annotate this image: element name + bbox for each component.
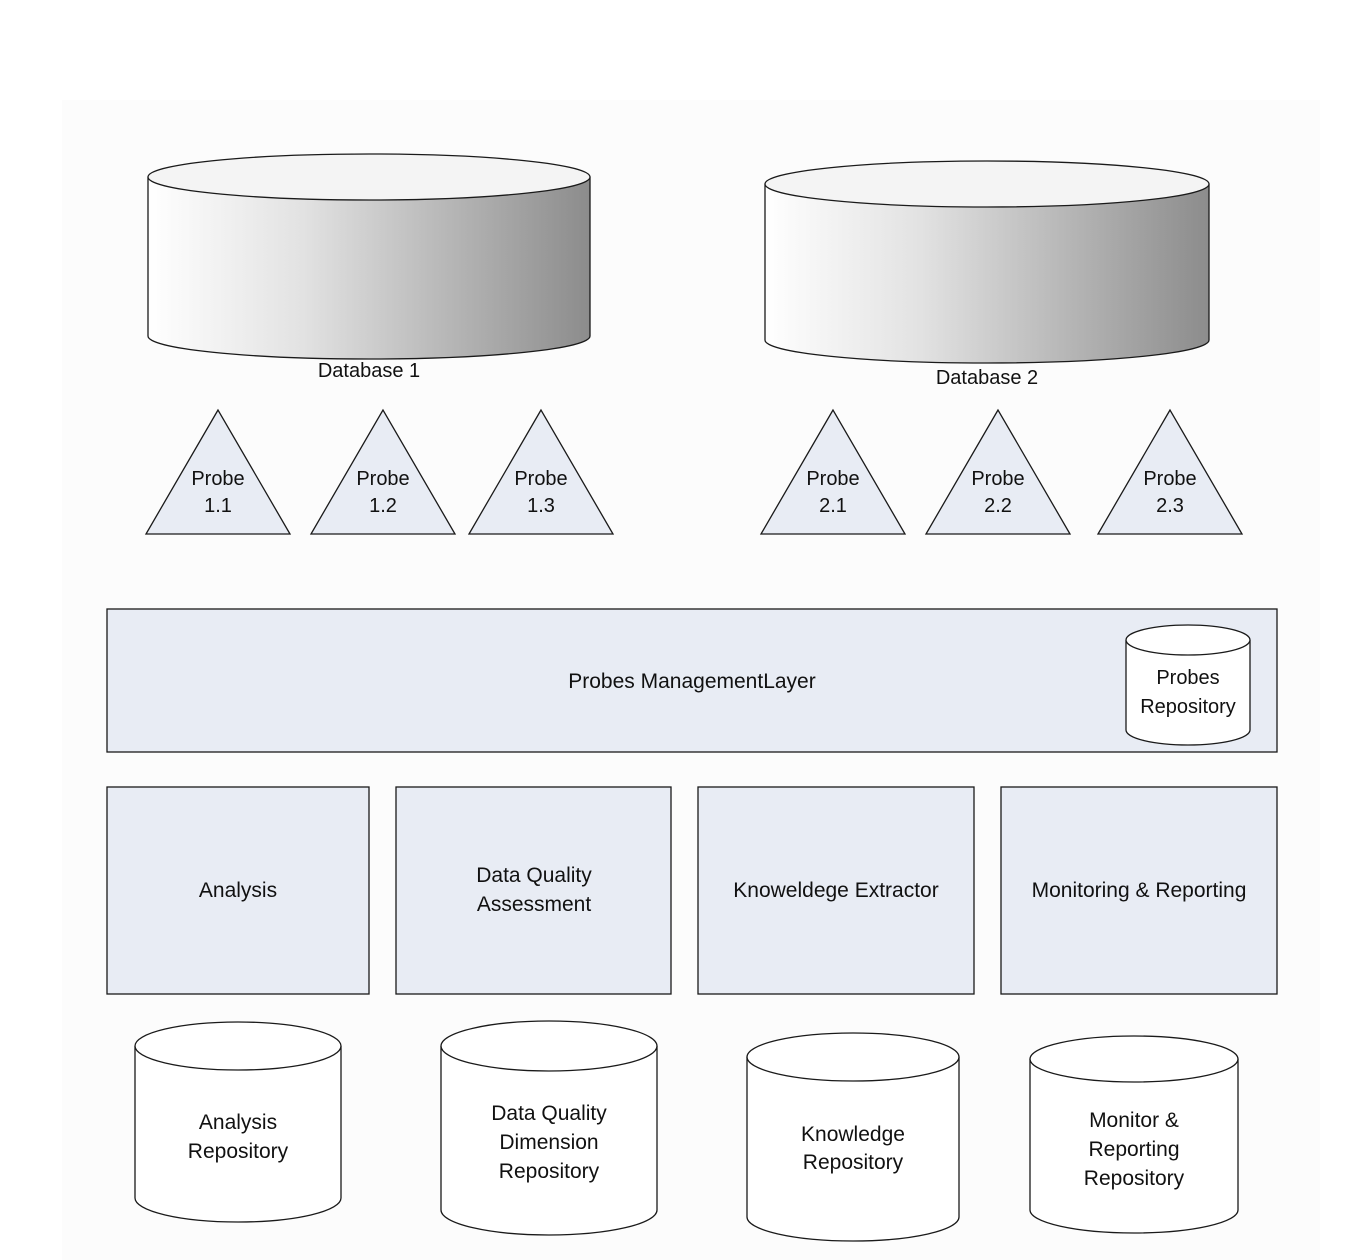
probe-1-1-label-line1: Probe (191, 468, 244, 490)
probe-2-2-label-line1: Probe (971, 468, 1024, 490)
probe-2-3-label-line2: 2.3 (1156, 495, 1184, 517)
repository-monitor-reporting: Monitor & Reporting Repository (1029, 1035, 1239, 1234)
module-monitoring-reporting: Monitoring & Reporting (1000, 786, 1278, 995)
probes-repository-label-line2: Repository (1140, 696, 1236, 718)
probes-repository-cylinder: Probes Repository (1125, 624, 1251, 746)
database-1-cylinder (147, 153, 591, 360)
module-monitoring-reporting-label: Monitoring & Reporting (1032, 879, 1247, 902)
database-2-label: Database 2 (936, 367, 1038, 389)
module-dqa-label-line2: Assessment (477, 893, 592, 916)
probes-repository-label-line1: Probes (1156, 667, 1219, 689)
module-data-quality-assessment: Data Quality Assessment (395, 786, 672, 995)
module-knowledge-extractor: Knoweldege Extractor (697, 786, 975, 995)
probe-1-1: Probe 1.1 (144, 408, 292, 535)
repository-mr-label-line2: Reporting (1088, 1138, 1179, 1161)
probe-2-3-label-line1: Probe (1143, 468, 1196, 490)
repository-data-quality-dimension: Data Quality Dimension Repository (440, 1020, 658, 1236)
probe-2-1: Probe 2.1 (759, 408, 907, 535)
probe-1-3-label-line2: 1.3 (527, 495, 555, 517)
module-knowledge-extractor-label: Knoweldege Extractor (733, 879, 938, 902)
probe-1-3-label-line1: Probe (514, 468, 567, 490)
probe-2-2: Probe 2.2 (924, 408, 1072, 535)
repository-dqd-label-line3: Repository (499, 1160, 600, 1183)
probe-2-2-label-line2: 2.2 (984, 495, 1012, 517)
probe-2-1-label-line1: Probe (806, 468, 859, 490)
database-2-cylinder (764, 160, 1210, 364)
module-analysis: Analysis (106, 786, 370, 995)
repository-mr-label-line3: Repository (1084, 1167, 1185, 1190)
repository-knowledge-label-line2: Repository (803, 1151, 904, 1174)
repository-knowledge-label-line1: Knowledge (801, 1123, 905, 1146)
probe-2-3: Probe 2.3 (1096, 408, 1244, 535)
database-1-label: Database 1 (318, 360, 420, 382)
repository-analysis-label-line2: Repository (188, 1140, 289, 1163)
probe-1-2: Probe 1.2 (309, 408, 457, 535)
probe-1-2-label-line1: Probe (356, 468, 409, 490)
repository-analysis: Analysis Repository (134, 1021, 342, 1223)
repository-dqd-label-line2: Dimension (499, 1131, 598, 1154)
repository-analysis-label-line1: Analysis (199, 1111, 277, 1134)
probe-1-2-label-line2: 1.2 (369, 495, 397, 517)
probe-2-1-label-line2: 2.1 (819, 495, 847, 517)
module-dqa-label-line1: Data Quality (476, 864, 592, 887)
repository-knowledge: Knowledge Repository (746, 1032, 960, 1242)
probe-1-3: Probe 1.3 (467, 408, 615, 535)
repository-dqd-label-line1: Data Quality (491, 1102, 607, 1125)
module-analysis-label: Analysis (199, 879, 277, 902)
repository-mr-label-line1: Monitor & (1089, 1109, 1179, 1132)
probes-management-layer: Probes ManagementLayer (106, 608, 1278, 753)
probe-1-1-label-line2: 1.1 (204, 495, 232, 517)
probes-management-layer-label: Probes ManagementLayer (568, 670, 815, 693)
